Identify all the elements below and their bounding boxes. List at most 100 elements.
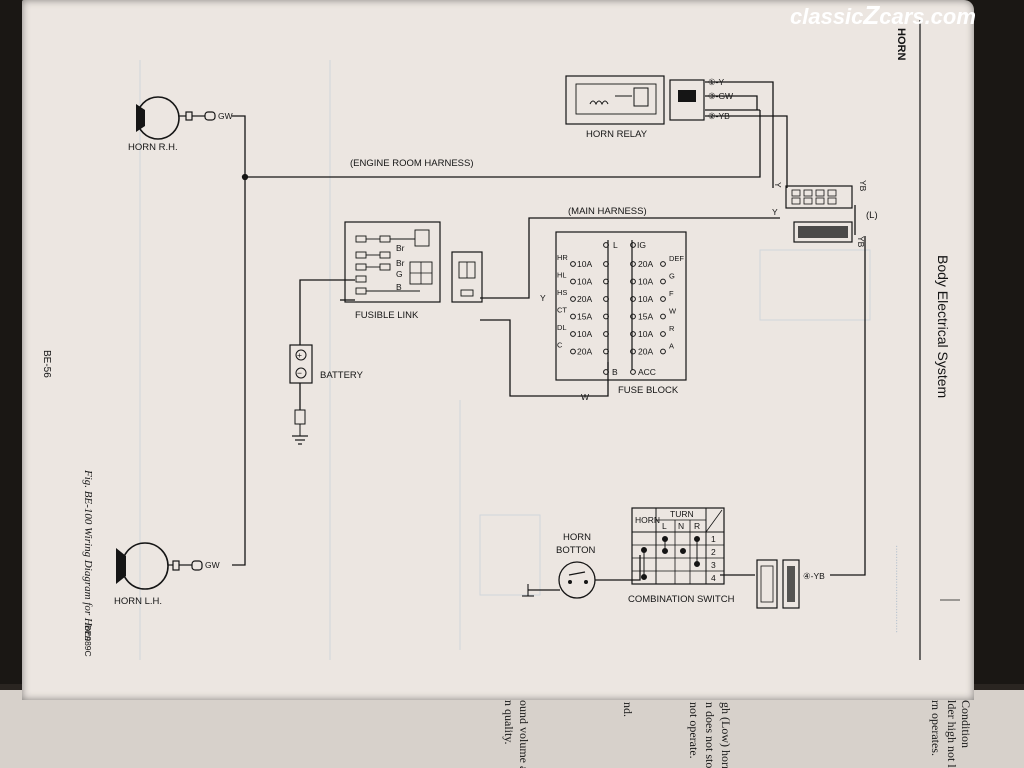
underpage-line: nd. (621, 702, 635, 717)
wire-w: W (581, 392, 589, 402)
wire-yb-vertical-2: YB (856, 236, 866, 248)
fuse-left-bottom: B (612, 367, 618, 377)
fuse-terminal (603, 313, 609, 320)
battery-negative: − (297, 368, 302, 378)
underlying-page (0, 690, 1024, 768)
fuse-left-code: DL (557, 323, 567, 332)
underpage-line: gh (Low) horn (719, 702, 733, 768)
combination-switch-table (631, 507, 725, 585)
fuse-left-rating: 10A (577, 329, 592, 339)
fuse-right-code: F (669, 289, 674, 298)
wire-y-main: Y (772, 207, 778, 217)
engine-room-harness-label: (ENGINE ROOM HARNESS) (350, 158, 474, 169)
relay-terminal-1: ①-Y (708, 77, 724, 87)
switch-row-3: 3 (711, 560, 716, 570)
switch-col-n: N (678, 521, 684, 531)
fuse-terminal (630, 261, 636, 267)
horn-button-label-2: BOTTON (556, 545, 596, 556)
fuse-right-rating: 20A (638, 259, 653, 269)
figure-code: BE989C (83, 625, 93, 657)
fuse-terminal (630, 296, 636, 302)
fuse-terminal (603, 331, 609, 337)
underpage-line: rn operates. (929, 700, 943, 756)
chapter-heading: Body Electrical System (935, 255, 951, 398)
fuse-left-code: HR (557, 253, 568, 262)
horn-button-label-1: HORN (563, 532, 591, 543)
fuse-terminal (660, 296, 666, 302)
fuse-right-code: A (669, 342, 674, 351)
fuse-terminal (660, 261, 666, 267)
watermark: classicZcars.com (790, 0, 976, 30)
fuse-terminal (603, 348, 609, 355)
manual-page (22, 0, 974, 700)
page-number: BE-56 (41, 350, 52, 378)
switch-horn-header: HORN (635, 515, 660, 525)
wire-br-2: Br (396, 258, 405, 268)
fuse-right-rating: 10A (638, 329, 653, 339)
horn-button-icon (522, 561, 596, 599)
fuse-right-rating: 20A (638, 347, 653, 357)
wires (232, 81, 866, 591)
fuse-left-rating: 10A (577, 277, 592, 287)
underpage-line: ound volume an (517, 700, 531, 768)
fuse-right-code: G (669, 272, 675, 281)
combination-switch-label: COMBINATION SWITCH (628, 594, 735, 605)
fuse-terminal (603, 278, 609, 285)
figure-caption: Fig. BE-100 Wiring Diagram for Horn (82, 469, 94, 642)
fuse-right-bottom: ACC (638, 367, 656, 377)
fuse-left-code: CT (557, 306, 567, 315)
fuse-left-top: L (613, 240, 618, 250)
battery-positive: + (297, 350, 302, 360)
fuse-terminal (570, 313, 576, 320)
horn-rh-label: HORN R.H. (128, 142, 178, 153)
fuse-terminal (630, 242, 636, 248)
underpage-line: Condition (959, 700, 973, 748)
fuse-right-rating: 10A (638, 277, 653, 287)
main-harness-label: (MAIN HARNESS) (568, 206, 647, 217)
small-relay-box (451, 251, 483, 303)
underpage-line: lder high not lo (945, 700, 959, 768)
fuse-right-rating: 10A (638, 294, 653, 304)
switch-row-1: 1 (711, 534, 716, 544)
underpage-line: not operate. (687, 702, 701, 759)
fuse-terminal (630, 369, 636, 375)
wire-y-vertical: Y (773, 182, 783, 188)
fuse-left-rating: 20A (577, 347, 592, 357)
fuse-terminal (603, 261, 609, 267)
fuse-terminal (570, 331, 576, 337)
fuse-right-code: W (669, 307, 677, 316)
horn-relay (565, 75, 705, 125)
fuse-terminal (630, 348, 636, 355)
fuse-terminal (570, 278, 576, 285)
fusible-link (344, 221, 441, 303)
fuse-left-rating: 10A (577, 259, 592, 269)
fuse-terminal (603, 296, 609, 302)
fuse-right-code: R (669, 324, 675, 333)
relay-terminal-2: ②-YB (708, 111, 730, 121)
switch-col-l: L (662, 521, 667, 531)
fuse-terminal (630, 278, 636, 285)
wire-g: G (396, 269, 403, 279)
switch-col-r: R (694, 521, 700, 531)
switch-row-2: 2 (711, 547, 716, 557)
battery-label: BATTERY (320, 370, 364, 381)
underpage-line: n quality. (502, 700, 516, 745)
fuse-left-rating: 15A (577, 312, 592, 322)
fuse-right-rating: 15A (638, 312, 653, 322)
fuse-terminal (630, 313, 636, 320)
fuse-terminal (630, 331, 636, 337)
harness-connector-top (785, 185, 853, 209)
fuse-terminal (660, 313, 666, 320)
fuse-terminal (660, 348, 666, 355)
fusible-link-label: FUSIBLE LINK (355, 310, 419, 321)
wire-b: B (396, 282, 402, 292)
fuse-right-code: DEF (669, 254, 684, 263)
wire-gw-rh: GW (218, 111, 233, 121)
fuse-left-rating: 20A (577, 294, 592, 304)
wire-yb-vertical: YB (858, 180, 868, 192)
watermark-text: classicZcars.com (790, 0, 976, 30)
fuse-block (555, 231, 687, 381)
